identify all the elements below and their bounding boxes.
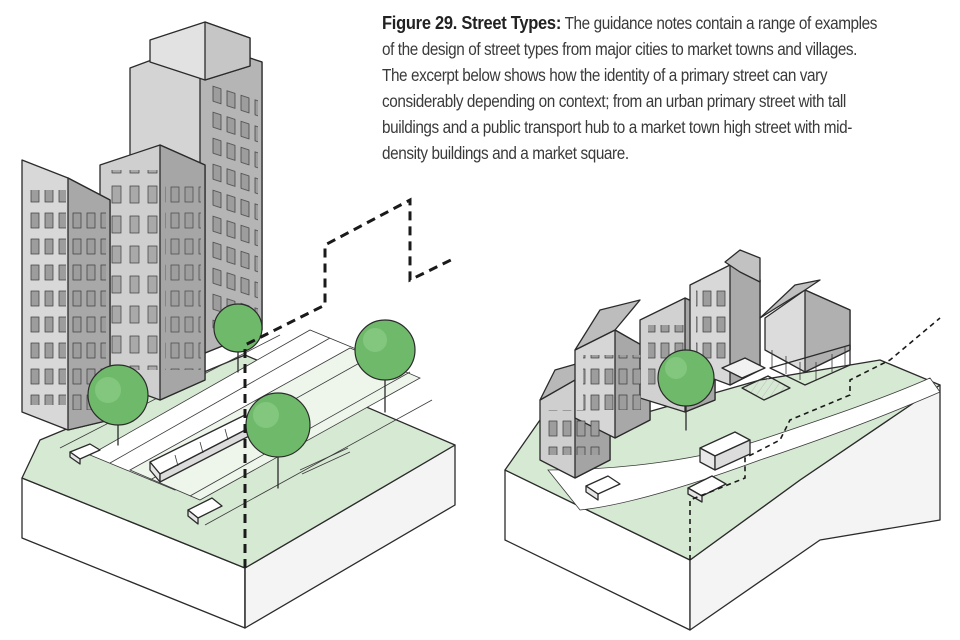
car-left-2 (187, 497, 223, 525)
street-tree-2 (213, 303, 263, 373)
car-left-1 (69, 443, 101, 465)
car-right-2 (687, 475, 727, 503)
street-tree-1 (87, 364, 149, 446)
delivery-van (699, 431, 751, 471)
street-tree-3 (354, 319, 416, 413)
market-hall (759, 279, 851, 386)
street-tree-4 (245, 392, 311, 489)
section-cut-line (243, 197, 456, 568)
market-stalls (721, 357, 791, 401)
car-right-1 (585, 475, 621, 501)
figure-label: Figure 29. Street Types: (382, 12, 562, 33)
street-benches (299, 447, 351, 475)
market-section-cut-line (689, 317, 941, 560)
figure-caption: Figure 29. Street Types: The guidance no… (382, 10, 880, 166)
market-square-tree (657, 349, 715, 431)
market-town-high-street-scene (504, 249, 941, 631)
urban-primary-street-scene (21, 21, 456, 629)
classic-office-building (99, 144, 206, 401)
figure-description: The guidance notes contain a range of ex… (382, 13, 878, 163)
market-road (547, 377, 941, 511)
